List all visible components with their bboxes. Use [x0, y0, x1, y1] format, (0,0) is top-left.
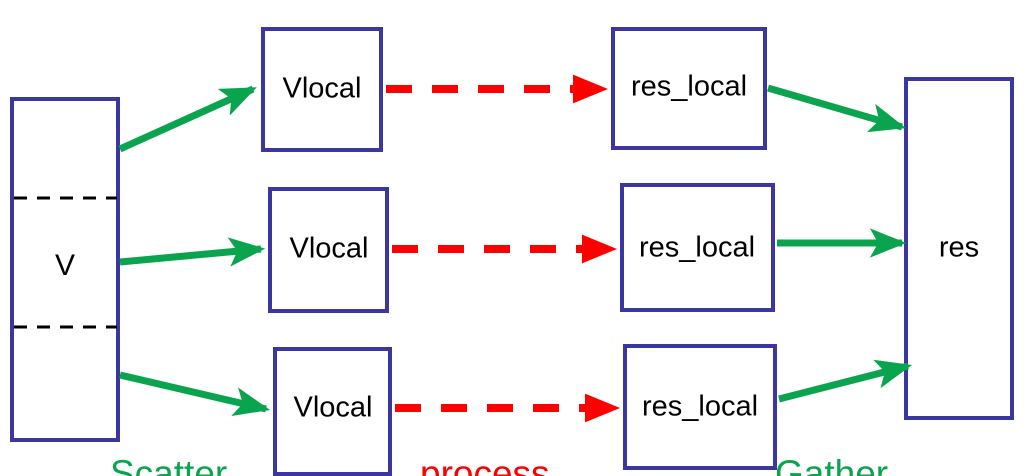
local-input-label-2: Vlocal: [290, 233, 369, 265]
output-vector-box[interactable]: [904, 77, 1014, 420]
local-output-box-1[interactable]: [611, 27, 767, 150]
local-output-box-group-3: res_local: [623, 344, 777, 470]
scatter-arrow-3: [119, 371, 271, 417]
scatter-arrows-group: [118, 85, 271, 417]
gather-arrow-1: [767, 84, 907, 133]
local-output-label-3: res_local: [642, 391, 758, 423]
output-vector-group: res: [904, 77, 1014, 420]
local-output-box-2[interactable]: [620, 183, 775, 312]
scatter-arrow-1: [118, 85, 257, 153]
stage-label-gather: Gather: [775, 453, 888, 476]
local-input-box-1[interactable]: [261, 27, 383, 152]
local-input-box-group-1: Vlocal: [261, 27, 383, 152]
scatter-arrow-2: [119, 237, 266, 267]
local-output-label-1: res_local: [631, 71, 747, 103]
local-output-label-2: res_local: [639, 232, 755, 264]
local-input-box-group-2: Vlocal: [268, 187, 389, 313]
stage-label-process: process: [420, 453, 550, 476]
local-output-box-group-1: res_local: [611, 27, 767, 150]
local-input-box-2[interactable]: [268, 187, 389, 313]
local-output-box-group-2: res_local: [620, 183, 775, 312]
gather-arrows-group: [767, 84, 913, 403]
input-vector-box[interactable]: [10, 97, 120, 442]
input-vector-group: V: [10, 97, 120, 442]
stage-labels-group: Scatter process Gather: [110, 453, 888, 476]
gather-arrow-3: [778, 359, 913, 403]
local-input-label-1: Vlocal: [283, 73, 362, 105]
input-vector-label: V: [55, 249, 75, 282]
local-input-label-3: Vlocal: [294, 392, 373, 424]
local-input-box-3[interactable]: [273, 347, 392, 476]
process-arrows-group: [386, 74, 620, 423]
stage-label-scatter: Scatter: [110, 453, 227, 476]
output-vector-label: res: [939, 232, 979, 264]
local-input-box-group-3: Vlocal: [273, 347, 392, 476]
local-output-box-3[interactable]: [623, 344, 777, 470]
